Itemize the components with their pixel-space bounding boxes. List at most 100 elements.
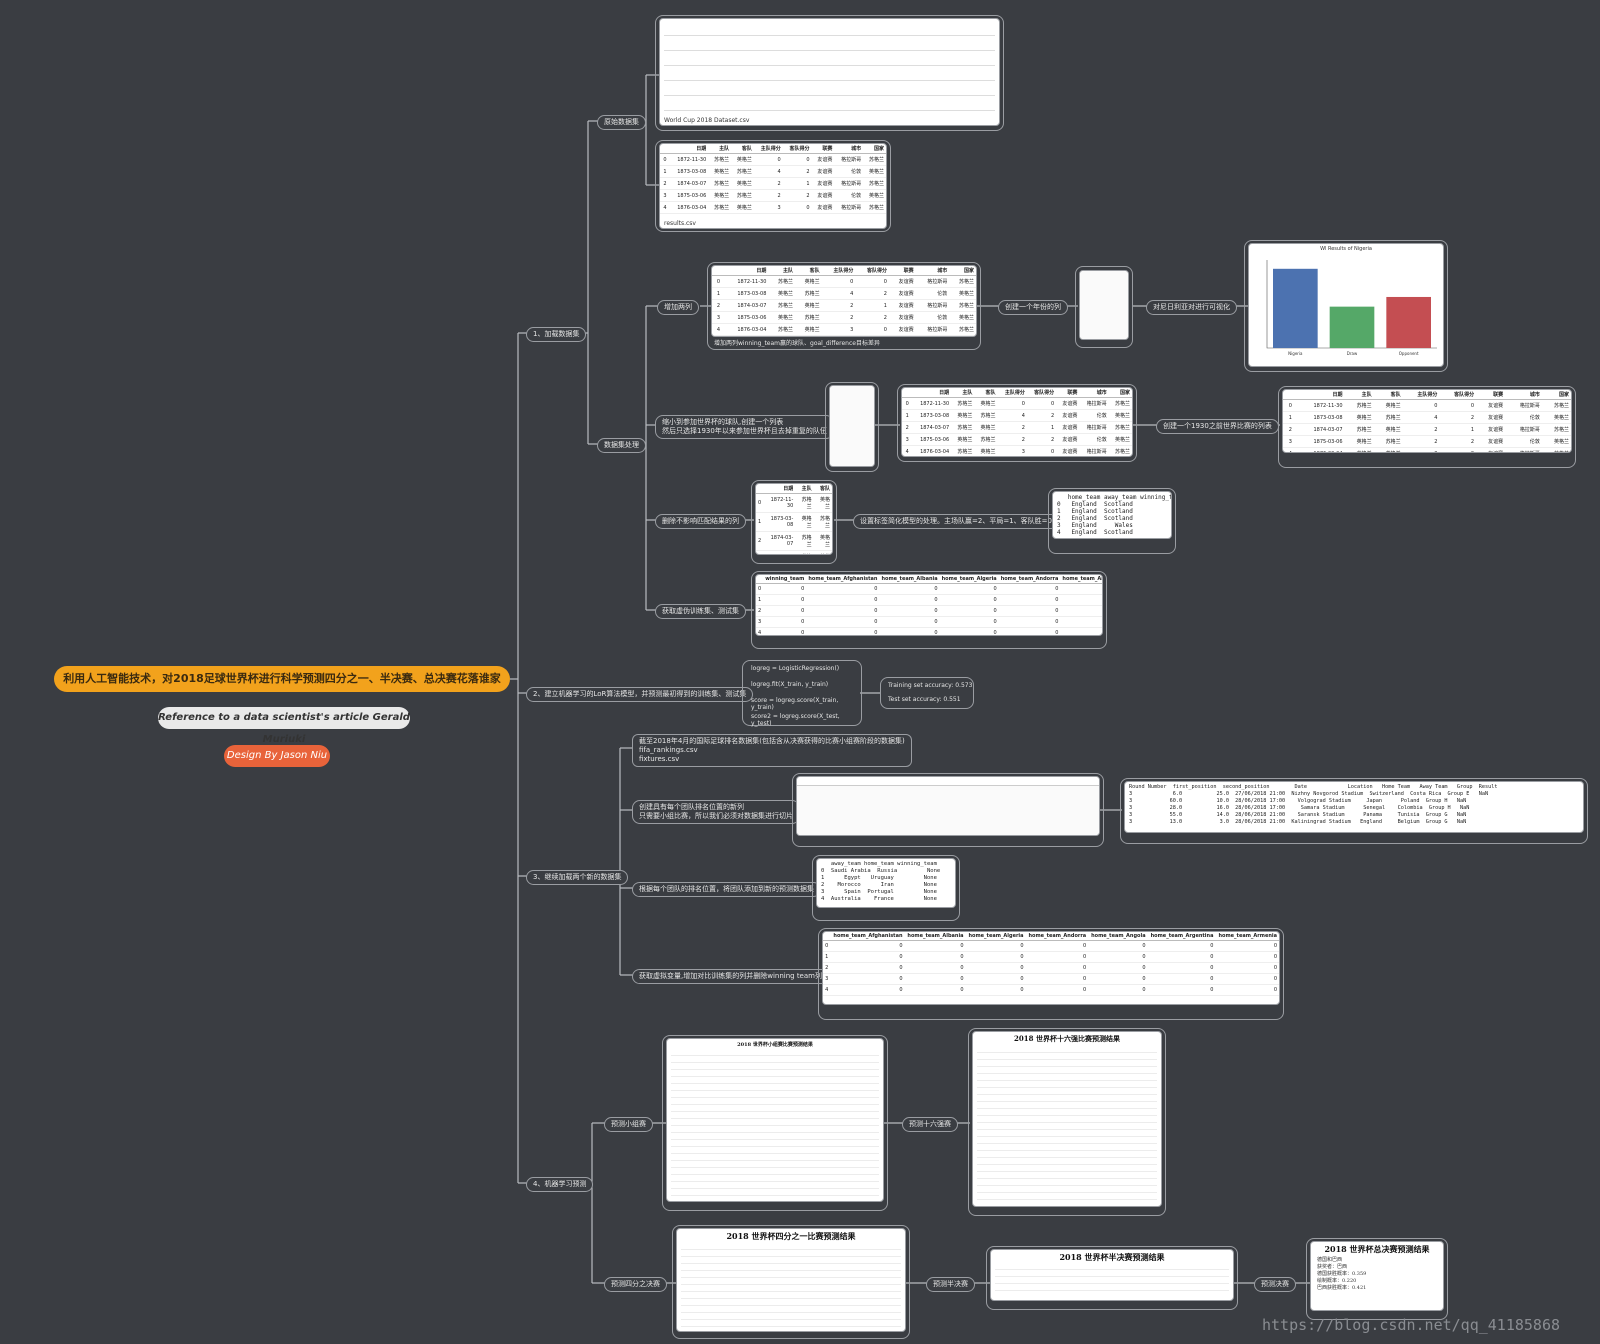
table-cell: 0	[763, 627, 807, 635]
table-cell: 4	[997, 409, 1027, 422]
table-cell: 2	[660, 177, 669, 190]
node-create-1930-list[interactable]: 创建一个1930之前世界比赛的列表	[1156, 419, 1279, 434]
column-header: 主队得分	[821, 266, 856, 276]
branch-logistic-model[interactable]: 2、建立机器学习的LoR算法模型，并预测最初得到的训练集、测试集	[526, 687, 754, 702]
chart-title: Wl Results of Nigeria	[1320, 246, 1372, 252]
node-rankings-dataset[interactable]: 截至2018年4月的国际足球排名数据集(包括含从决赛获得的比赛小组赛阶段的数据集…	[632, 734, 912, 767]
accuracy-block[interactable]: Training set accuracy: 0.573 Test set ac…	[880, 677, 974, 709]
node-predict-final[interactable]: 预测决赛	[1254, 1277, 1296, 1292]
node-add-columns[interactable]: 增加两列	[657, 300, 699, 315]
table-cell: 2	[756, 531, 764, 551]
table-cell: 友谊赛	[888, 299, 916, 312]
training-accuracy: Training set accuracy: 0.573	[888, 682, 973, 689]
table-cell: 苏格兰	[951, 397, 975, 410]
node-narrow-teams[interactable]: 缩小到参加世界杯的球队,创建一个列表 然后只选择1930年以来参加世界杯且去掉重…	[655, 415, 834, 439]
table-cell: 3	[756, 616, 764, 628]
worldcup-dataset-caption: World Cup 2018 Dataset.csv	[664, 117, 750, 124]
pred-table: away_team home_team winning_team 0 Saudi…	[816, 858, 956, 908]
table-cell: 2	[1439, 411, 1477, 424]
logreg-code-block[interactable]: logreg = LogisticRegression() logreg.fit…	[742, 660, 862, 727]
group-result-frame	[662, 1035, 888, 1211]
node-predict-r16[interactable]: 预测十六强赛	[902, 1117, 958, 1132]
branch-ml-predict[interactable]: 4、机器学习预测	[526, 1177, 594, 1192]
node-raw-dataset[interactable]: 原始数据集	[597, 115, 646, 130]
table-cell: 0	[806, 627, 880, 635]
node-set-labels[interactable]: 设置标签简化模型的处理。主场队赢=2、平局=1、客队胜=0	[853, 514, 1059, 529]
table-cell: 2	[1439, 435, 1477, 448]
table-cell: 苏格兰	[708, 201, 732, 214]
node-data-processing[interactable]: 数据集处理	[597, 438, 646, 453]
table-cell: 0	[763, 594, 807, 606]
results-csv-frame	[655, 140, 891, 232]
branch-load-dataset[interactable]: 1、加载数据集	[526, 327, 587, 342]
root-topic[interactable]: 利用人工智能技术，对2018足球世界杯进行科学预测四分之一、半决赛、总决赛花落谁…	[54, 666, 510, 692]
node-predict-sf[interactable]: 预测半决赛	[926, 1277, 975, 1292]
node-add-ranking-teams[interactable]: 根据每个团队的排名位置，将团队添加到新的预测数据集	[632, 882, 821, 897]
table-cell: 0	[997, 397, 1027, 410]
table-cell: 0	[1402, 399, 1440, 412]
table-cell: 0	[904, 984, 966, 996]
table-cell: 英格兰	[949, 287, 976, 300]
table-cell: 3	[712, 311, 723, 324]
table-cell: 1872-11-30	[1293, 399, 1345, 412]
column-header: home_team_Andorra	[1025, 932, 1089, 941]
node-predict-group[interactable]: 预测小组赛	[604, 1117, 653, 1132]
table-cell: 1873-03-08	[763, 512, 796, 532]
table-cell: 3	[823, 973, 831, 985]
node-ranking-columns[interactable]: 创建具有每个团队排名位置的新列 只需要小组比赛，所以我们必须对数据集进行切片	[632, 800, 800, 824]
table-cell: 4	[902, 445, 911, 456]
table-cell: 苏格兰	[1344, 447, 1374, 452]
table-cell: 友谊赛	[888, 287, 916, 300]
column-header: 城市	[834, 144, 864, 154]
node-predict-qf[interactable]: 预测四分之决赛	[604, 1277, 667, 1292]
table-cell: 友谊赛	[1476, 423, 1506, 436]
grid-row	[664, 35, 995, 36]
table-cell: 0	[1088, 951, 1148, 963]
table-cell: 格拉斯哥	[1079, 421, 1109, 434]
node-visualize-nigeria[interactable]: 对尼日利亚对进行可视化	[1146, 300, 1237, 315]
table-cell: 苏格兰	[731, 165, 754, 178]
node-dummies-2[interactable]: 获取虚拟变量,增加对比训练集的列并删除winning team列	[632, 969, 829, 984]
node-get-dummies[interactable]: 获取虚伪训练集、测试集	[655, 604, 746, 619]
column-header: 日期	[763, 484, 796, 494]
node-create-year-column[interactable]: 创建一个年份的列	[998, 300, 1068, 315]
table-cell: 0	[1088, 940, 1148, 952]
designer-note[interactable]: Design By Jason Niu	[224, 745, 330, 767]
table-cell: 1876-03-04	[910, 445, 952, 456]
table-cell: 0	[806, 594, 880, 606]
table-cell: 英格兰	[974, 421, 998, 434]
table-cell: 格拉斯哥	[1505, 447, 1542, 452]
table-cell: 苏格兰	[863, 177, 886, 190]
year-column-frame	[1075, 266, 1133, 348]
table-cell: 0	[965, 940, 1026, 952]
table-cell: 0	[879, 616, 940, 628]
column-header: 客队得分	[1026, 388, 1057, 398]
node-drop-columns[interactable]: 删除不影响匹配结果的列	[655, 514, 746, 529]
table-cell: 2	[1402, 435, 1440, 448]
table-cell: 1873-03-08	[1293, 411, 1345, 424]
chart-axis	[1266, 260, 1437, 349]
column-header: 客队	[974, 388, 998, 398]
table-cell: 0	[753, 153, 783, 166]
table-cell: 苏格兰	[813, 512, 832, 532]
table-cell: 苏格兰	[768, 275, 796, 288]
table-cell: 1873-03-08	[910, 409, 952, 422]
table-cell: 苏格兰	[863, 201, 886, 214]
column-header	[660, 144, 669, 154]
table-cell: 伦敦	[1505, 411, 1542, 424]
column-header: 客队得分	[782, 144, 812, 154]
table-header-row: 日期主队客队主队得分客队得分联赛城市国家	[660, 144, 886, 154]
table-cell: 0	[1060, 605, 1102, 617]
table-cell: 0	[1147, 962, 1216, 974]
table-row: 300000000	[756, 616, 1102, 628]
year-column-list	[1079, 270, 1129, 340]
table-cell: 苏格兰	[1108, 421, 1132, 434]
reference-note[interactable]: Reference to a data scientist's article …	[158, 707, 410, 745]
column-header: 主队得分	[753, 144, 783, 154]
branch-load-new-datasets[interactable]: 3、继续加载两个新的数据集	[526, 870, 629, 885]
table-cell: 苏格兰	[949, 323, 976, 336]
table-header-row: 日期主队客队	[756, 484, 832, 494]
